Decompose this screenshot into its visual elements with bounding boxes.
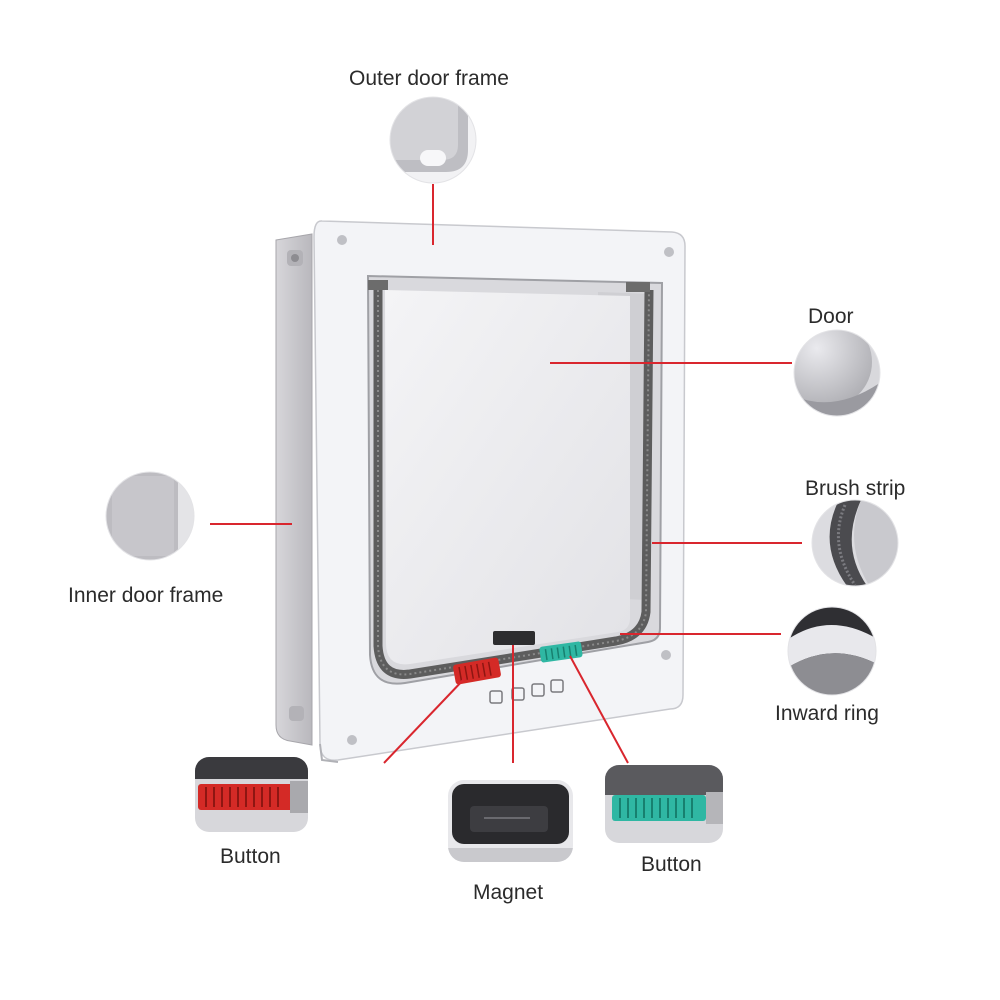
magnet-block [493, 631, 535, 645]
label-brush-strip: Brush strip [805, 477, 906, 500]
screw-hole-top-right [664, 247, 674, 257]
label-magnet: Magnet [473, 881, 544, 904]
callout-inward-ring [787, 606, 877, 696]
leader-button-right [569, 655, 629, 764]
callout-button-teal [605, 765, 723, 843]
button-red [453, 657, 501, 685]
screw-hole-top-left [337, 235, 347, 245]
door-panel [385, 290, 630, 665]
label-button-left: Button [220, 845, 281, 868]
label-button-right: Button [641, 853, 702, 876]
label-inner-door-frame: Inner door frame [68, 584, 224, 607]
callout-magnet [448, 780, 573, 862]
callout-inner-door-frame [105, 471, 195, 561]
callout-button-red [195, 757, 308, 832]
leader-lines [210, 184, 802, 764]
inner-door-frame [275, 233, 313, 746]
label-outer-door-frame: Outer door frame [349, 67, 509, 90]
screw-hole-bottom-right [661, 650, 671, 660]
label-inward-ring: Inward ring [775, 702, 879, 725]
callout-outer-door-frame [389, 96, 477, 184]
leader-button-left [383, 677, 466, 764]
mode-icon-3 [531, 683, 545, 697]
callout-door [793, 329, 881, 417]
mode-icon-4 [550, 679, 564, 693]
label-door: Door [808, 305, 854, 328]
mode-icon-1 [489, 690, 503, 704]
callout-brush-strip [811, 499, 899, 587]
screw-hole-bottom-left [347, 735, 357, 745]
